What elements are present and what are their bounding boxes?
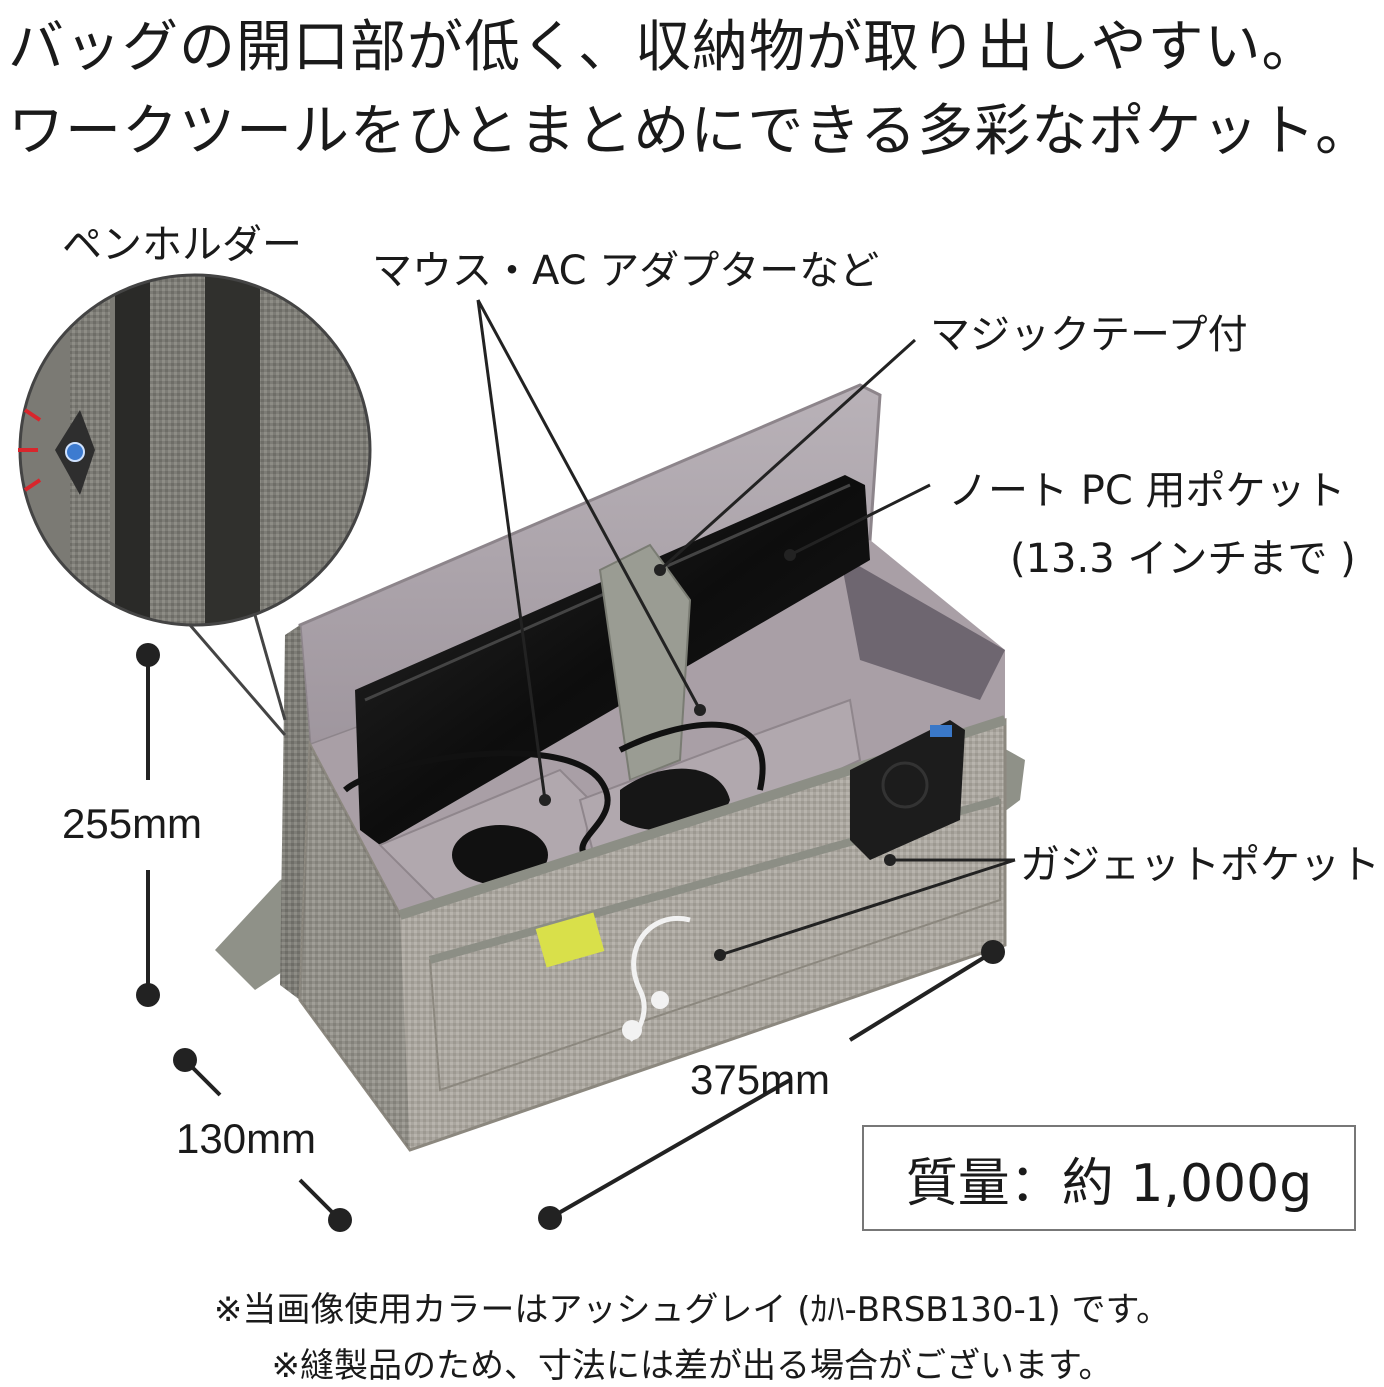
callout-laptop-size: (13.3 インチまで ) bbox=[1010, 536, 1356, 582]
cable bbox=[343, 721, 766, 863]
callout-mouse-ac: マウス・AC アダプターなど bbox=[372, 248, 880, 294]
dimension-depth: 130mm bbox=[176, 1115, 317, 1162]
weight-label: 質量：約 1,000g bbox=[905, 1153, 1313, 1214]
brand-tag bbox=[535, 912, 605, 968]
weight-box: 質量：約 1,000g bbox=[862, 1125, 1356, 1231]
dimension-width: 375mm bbox=[690, 1056, 831, 1103]
dimension-height: 255mm bbox=[62, 800, 203, 847]
callout-leaders bbox=[476, 299, 1016, 957]
callout-laptop-pocket: ノート PC 用ポケット bbox=[948, 468, 1346, 514]
footnote-sewing: ※縫製品のため、寸法には差が出る場合がございます。 bbox=[271, 1346, 1113, 1386]
power-bank bbox=[850, 720, 965, 860]
headline-line-2: ワークツールをひとまとめにできる多彩なポケット。 bbox=[8, 99, 1373, 164]
footnote-color: ※当画像使用カラーはアッシュグレイ (ｶﾊ-BRSB130-1) です。 bbox=[213, 1290, 1171, 1330]
callout-pen-holder: ペンホルダー bbox=[62, 222, 302, 268]
pen-holder-zoom bbox=[18, 273, 372, 627]
highlight-marks bbox=[18, 408, 42, 492]
headline-line-1: バッグの開口部が低く、収納物が取り出しやすい。 bbox=[8, 15, 1319, 80]
callout-velcro: マジックテープ付 bbox=[930, 312, 1248, 358]
callout-gadget-pocket: ガジェットポケット bbox=[1020, 842, 1380, 888]
